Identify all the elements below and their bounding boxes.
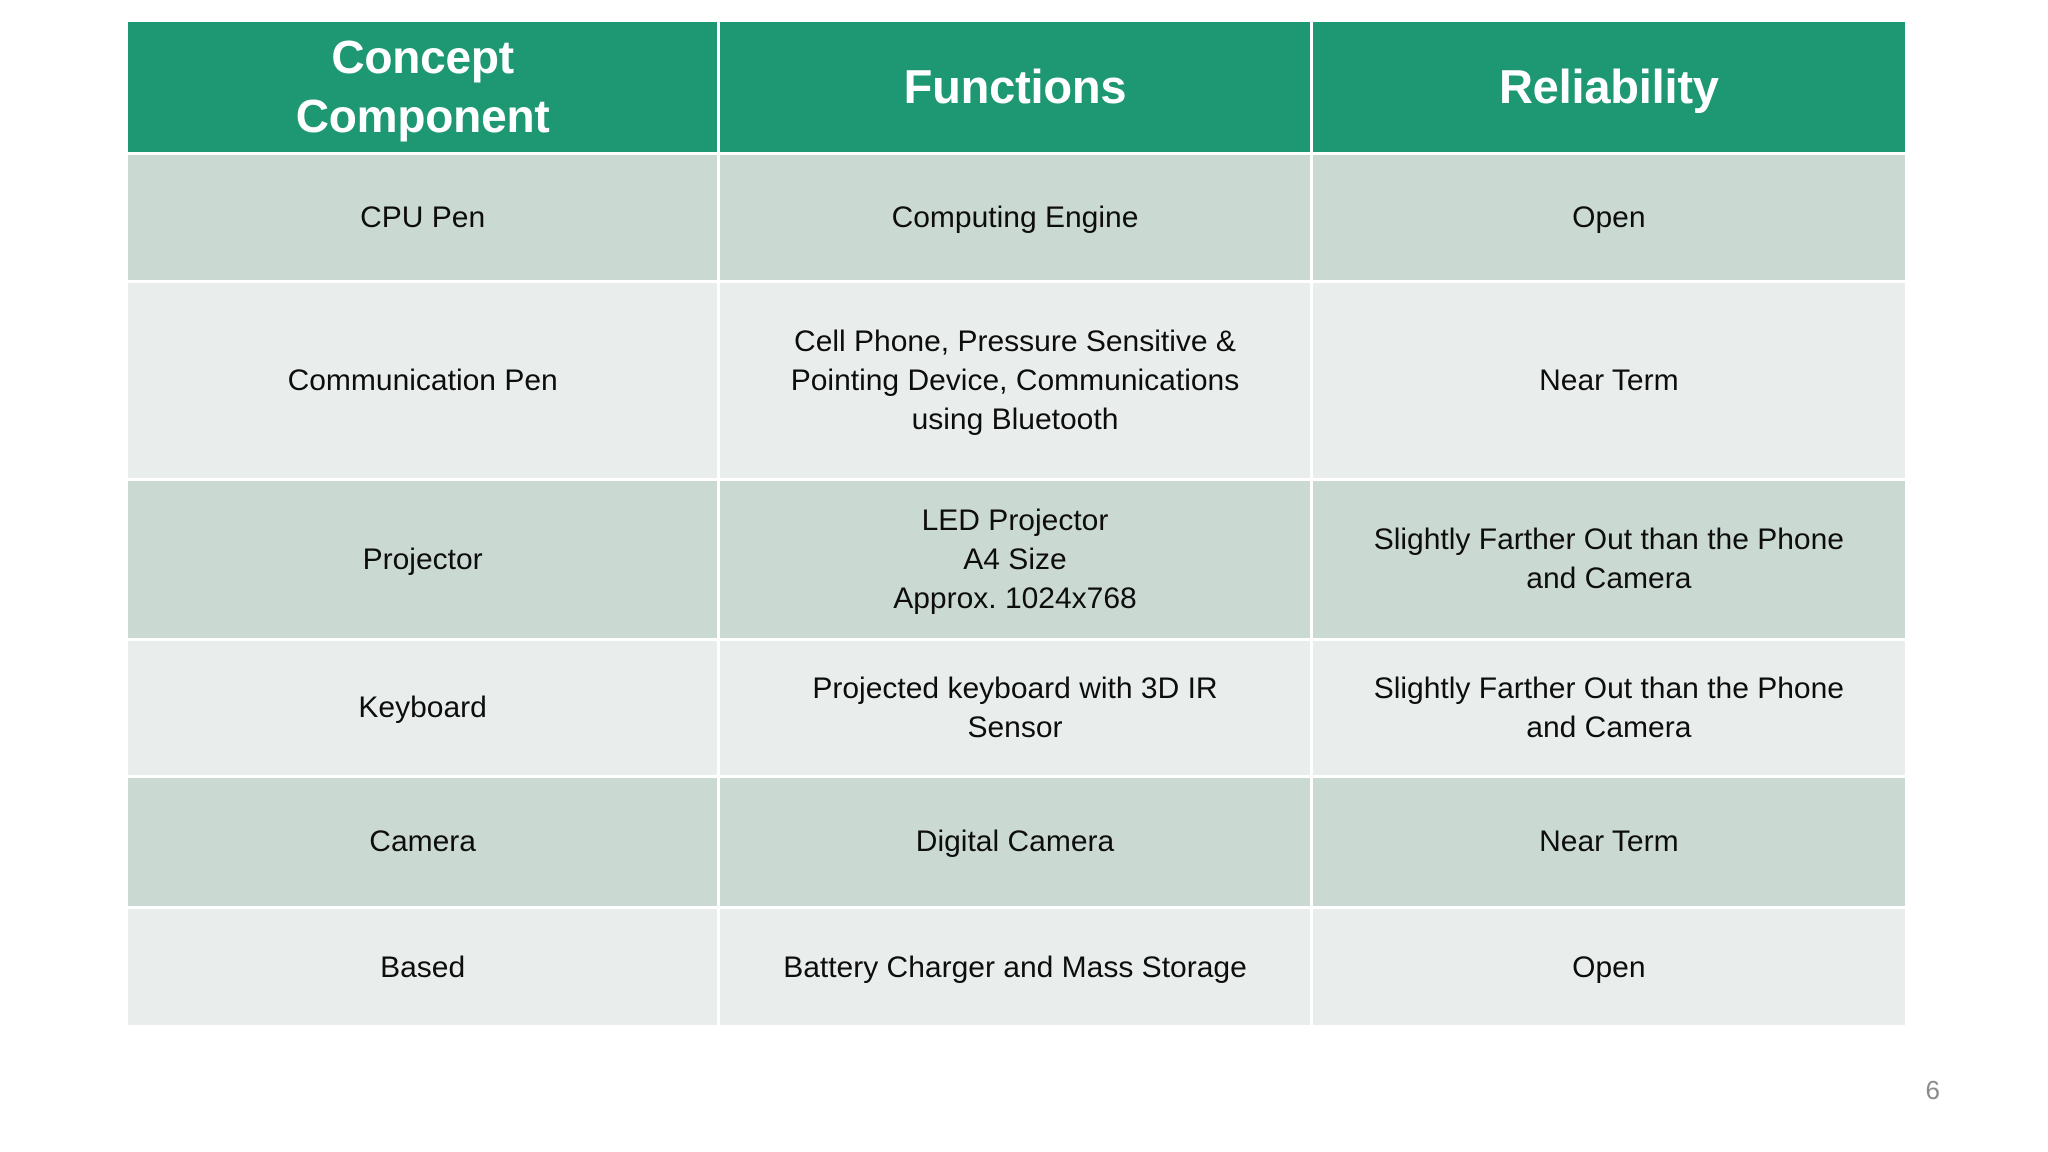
header-row: Concept Component Functions Reliability	[128, 22, 1905, 155]
concept-component-table: Concept Component Functions Reliability …	[128, 22, 1905, 1025]
cell-text: and Camera	[1526, 710, 1692, 744]
cell-text: Pointing Device, Communications	[790, 364, 1240, 398]
table-row: Projector LED Projector A4 Size Approx. …	[128, 480, 1905, 641]
cell-functions: Battery Charger and Mass Storage	[720, 909, 1313, 1025]
table-header: Concept Component Functions Reliability	[128, 22, 1905, 155]
cell-functions: Computing Engine	[720, 154, 1313, 284]
cell-text: Camera	[369, 825, 476, 859]
column-header-concept-line1: Concept	[331, 31, 514, 83]
table-row: CPU Pen Computing Engine Open	[128, 154, 1905, 284]
cell-functions: Cell Phone, Pressure Sensitive & Pointin…	[720, 283, 1313, 481]
cell-functions: Digital Camera	[720, 777, 1313, 910]
concept-component-table-wrapper: Concept Component Functions Reliability …	[128, 22, 1905, 1025]
cell-text: Near Term	[1539, 364, 1679, 398]
cell-text: Digital Camera	[915, 825, 1115, 859]
column-header-functions: Functions	[720, 22, 1313, 155]
cell-text: Slightly Farther Out than the Phone	[1373, 523, 1844, 557]
cell-text: Approx. 1024x768	[893, 581, 1137, 615]
table-row: Communication Pen Cell Phone, Pressure S…	[128, 283, 1905, 481]
cell-text: A4 Size	[963, 542, 1067, 576]
column-header-concept-line2: Component	[295, 89, 550, 142]
column-header-reliability: Reliability	[1312, 22, 1905, 155]
cell-text: Near Term	[1539, 825, 1679, 859]
cell-text: Projector	[362, 542, 483, 576]
cell-reliability: Open	[1312, 909, 1905, 1025]
cell-text: Sensor	[967, 710, 1063, 744]
cell-text: Computing Engine	[891, 200, 1139, 234]
cell-reliability: Slightly Farther Out than the Phone and …	[1312, 640, 1905, 778]
cell-component: Keyboard	[128, 640, 721, 778]
cell-text: CPU Pen	[360, 200, 486, 234]
cell-reliability: Slightly Farther Out than the Phone and …	[1312, 480, 1905, 641]
cell-component: CPU Pen	[128, 154, 721, 284]
cell-component: Based	[128, 909, 721, 1025]
cell-reliability: Open	[1312, 154, 1905, 284]
cell-text: Projected keyboard with 3D IR	[812, 671, 1218, 705]
column-header-concept-component: Concept Component	[128, 22, 721, 155]
cell-text: Keyboard	[358, 691, 487, 725]
cell-functions: LED Projector A4 Size Approx. 1024x768	[720, 480, 1313, 641]
cell-text: Battery Charger and Mass Storage	[783, 950, 1247, 984]
cell-component: Communication Pen	[128, 283, 721, 481]
cell-text: Cell Phone, Pressure Sensitive &	[794, 325, 1236, 359]
cell-text: Open	[1572, 950, 1646, 984]
table-row: Camera Digital Camera Near Term	[128, 777, 1905, 910]
table-row: Based Battery Charger and Mass Storage O…	[128, 909, 1905, 1025]
cell-text: LED Projector	[921, 503, 1109, 537]
cell-reliability: Near Term	[1312, 283, 1905, 481]
column-header-functions-label: Functions	[903, 59, 1127, 113]
page-number: 6	[1925, 1075, 1940, 1105]
cell-functions: Projected keyboard with 3D IR Sensor	[720, 640, 1313, 778]
cell-component: Projector	[128, 480, 721, 641]
cell-text: Communication Pen	[287, 364, 558, 398]
cell-text: using Bluetooth	[911, 403, 1119, 437]
cell-text: Based	[380, 950, 466, 984]
table-body: CPU Pen Computing Engine Open Communicat…	[128, 154, 1905, 1025]
cell-text: Slightly Farther Out than the Phone	[1373, 671, 1844, 705]
column-header-reliability-label: Reliability	[1498, 59, 1719, 113]
cell-text: Open	[1572, 200, 1646, 234]
table-row: Keyboard Projected keyboard with 3D IR S…	[128, 640, 1905, 778]
cell-component: Camera	[128, 777, 721, 910]
cell-reliability: Near Term	[1312, 777, 1905, 910]
cell-text: and Camera	[1526, 562, 1692, 596]
